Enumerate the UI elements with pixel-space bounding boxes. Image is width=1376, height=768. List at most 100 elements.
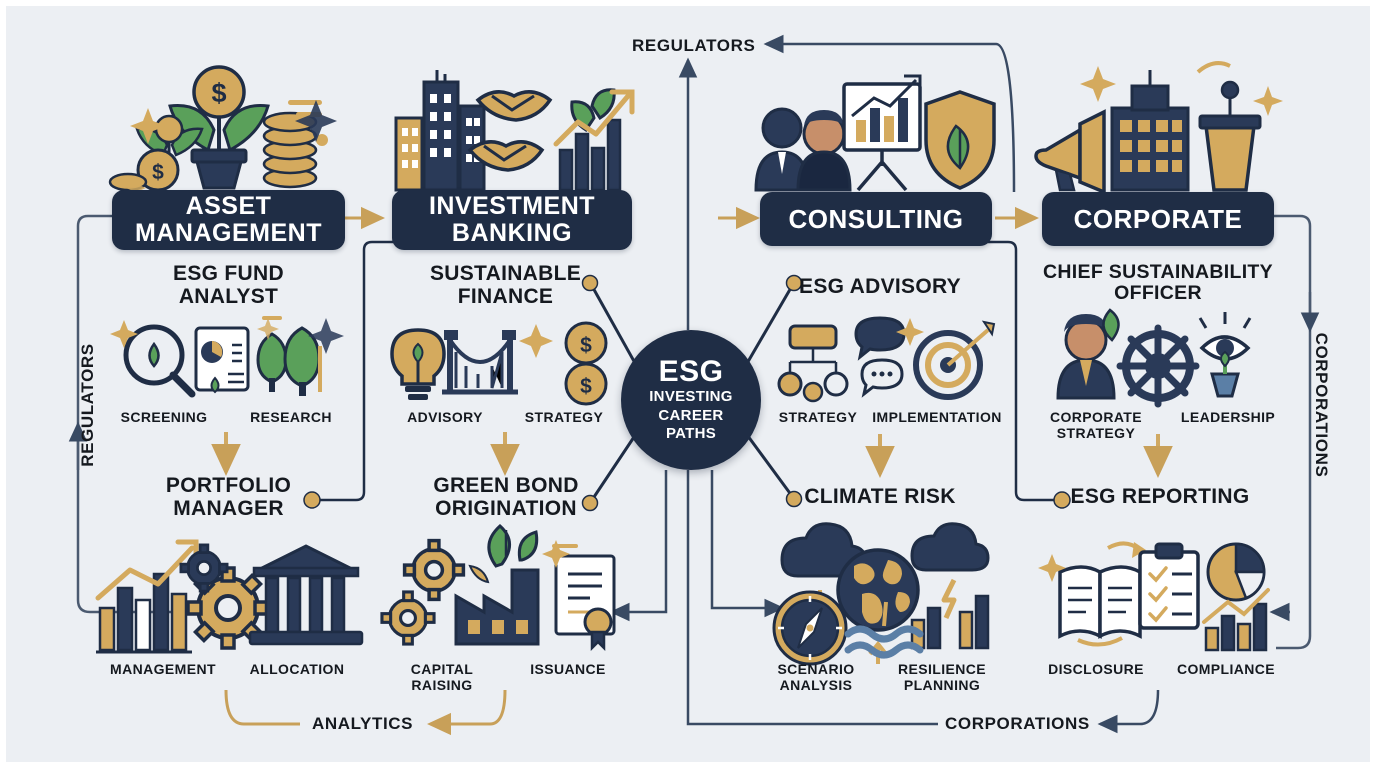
role-cso-line2: OFFICER [1114, 282, 1202, 305]
trees-icon [256, 326, 322, 396]
sublabel-scenario-analysis: SCENARIO ANALYSIS [756, 661, 876, 693]
sublabel-advisory: ADVISORY [407, 409, 483, 425]
hub-title-esg: ESG [658, 354, 724, 388]
sublabel-corp-strategy-line1: CORPORATE [1049, 409, 1142, 425]
wire-analytics-right [427, 689, 507, 736]
chip-investment-banking[interactable]: INVESTMENT BANKING [392, 190, 632, 250]
wire-analytics-left [224, 689, 300, 726]
sublabel-compliance: COMPLIANCE [1176, 661, 1276, 677]
spoke-to-esg-advisory [740, 285, 794, 373]
wire-bottom-corporations-right [1097, 689, 1160, 734]
executive-icon [1056, 308, 1120, 400]
wire-top-regulators-loop [763, 34, 1016, 193]
presentation-chart-icon [842, 74, 922, 192]
flow-label-right-corporations: CORPORATIONS [1312, 332, 1331, 478]
sublabel-resilience-planning: RESILIENCE PLANNING [880, 661, 1004, 693]
speech-bubble-icon [854, 316, 924, 398]
open-book-icon [1038, 541, 1146, 647]
sparkle-decor [126, 100, 328, 198]
chip-consulting[interactable]: CONSULTING [760, 192, 992, 246]
compass-icon [772, 590, 848, 666]
podium-icon [1196, 61, 1283, 192]
sublabel-capital-raising-line2: RAISING [411, 676, 473, 693]
role-esg-advisory-label: ESG ADVISORY [799, 275, 961, 298]
role-esg-reporting: ESG REPORTING [1052, 485, 1268, 508]
sublabel-scenario-line1: SCENARIO [777, 661, 855, 677]
svg-text:$: $ [211, 78, 226, 108]
svg-text:$: $ [580, 375, 592, 398]
document-chart-icon [194, 326, 250, 394]
sublabel-implementation: IMPLEMENTATION [872, 409, 1002, 425]
chip-asset-management[interactable]: ASSET MANAGEMENT [112, 190, 345, 250]
hub-title-investing: INVESTING [649, 387, 733, 405]
chip-corporate[interactable]: CORPORATE [1042, 192, 1274, 246]
role-green-bond-origination: GREEN BOND ORIGINATION [395, 474, 617, 520]
role-sustainable-finance-line1: SUSTAINABLE [429, 262, 582, 285]
factory-leaf-icon [454, 523, 540, 646]
clipboard-check-icon [1138, 542, 1200, 630]
target-icon [913, 320, 996, 400]
star-decor-2 [308, 318, 344, 354]
central-hub[interactable]: ESG INVESTING CAREER PATHS [621, 330, 761, 470]
sparkle-decor-2 [110, 316, 282, 348]
sublabel-capital-raising-line1: CAPITAL [410, 661, 474, 677]
hub-title-career: CAREER [658, 406, 724, 424]
role-climate-risk: CLIMATE RISK [772, 485, 988, 508]
wire-pm-to-banking [320, 240, 404, 502]
role-esg-fund-analyst: ESG FUND ANALYST [126, 262, 331, 308]
water-waves-icon [844, 625, 924, 659]
chip-asset-management-line1: ASSET [185, 192, 272, 220]
gear-icon [179, 543, 270, 650]
sublabel-strategy-ib: STRATEGY [524, 409, 604, 425]
chip-asset-management-line2: MANAGEMENT [135, 219, 322, 247]
role-portfolio-manager: PORTFOLIO MANAGER [126, 474, 331, 520]
role-esg-advisory: ESG ADVISORY [772, 275, 988, 298]
role-climate-risk-label: CLIMATE RISK [804, 485, 956, 508]
bridge-icon [442, 330, 518, 395]
sublabel-scenario-line2: ANALYSIS [779, 676, 853, 693]
chip-investment-banking-line1: INVESTMENT [428, 192, 596, 220]
role-esg-fund-analyst-line1: ESG FUND [173, 262, 284, 285]
lightbulb-icon [390, 328, 446, 400]
storm-chart-icon [910, 522, 990, 650]
bar-chart-growth-icon [95, 539, 199, 654]
sublabel-resilience-line1: RESILIENCE [897, 661, 986, 677]
sublabel-capital-raising: CAPITAL RAISING [386, 661, 498, 693]
money-plant-icon: $ [168, 65, 270, 190]
office-building-icon [1110, 70, 1190, 192]
flow-label-left-regulators: REGULATORS [78, 343, 97, 467]
certificate-icon [542, 540, 616, 652]
role-cso-line1: CHIEF SUSTAINABILITY [1043, 261, 1273, 283]
chip-corporate-label: CORPORATE [1073, 203, 1243, 234]
role-portfolio-manager-line1: PORTFOLIO [165, 474, 292, 497]
sublabel-research: RESEARCH [250, 409, 332, 425]
wire-hub-to-ib-bottom [609, 470, 668, 622]
flow-label-bottom-corporations: CORPORATIONS [945, 714, 1090, 733]
sublabel-strategy-consulting: STRATEGY [778, 409, 858, 425]
sublabel-leadership: LEADERSHIP [1180, 409, 1276, 425]
bank-icon [248, 544, 364, 646]
sublabel-screening: SCREENING [120, 409, 208, 425]
role-esg-fund-analyst-line2: ANALYST [178, 285, 279, 309]
sublabel-issuance: ISSUANCE [530, 661, 606, 677]
megaphone-icon [1034, 109, 1106, 195]
dollar-coins-icon: $ $ [519, 321, 608, 406]
role-esg-reporting-label: ESG REPORTING [1070, 485, 1250, 508]
flow-label-bottom-analytics: ANALYTICS [312, 714, 414, 733]
sublabel-allocation: ALLOCATION [249, 661, 345, 677]
eye-vision-icon [1198, 312, 1252, 398]
consultants-icon [754, 107, 852, 192]
gears-icon [380, 538, 466, 646]
handshake-icon [467, 90, 553, 172]
cloud-icon [780, 522, 868, 620]
role-portfolio-manager-line2: MANAGER [173, 497, 284, 521]
sublabel-management: MANAGEMENT [110, 661, 216, 677]
small-plant-coin-icon: $ [108, 114, 204, 192]
role-green-bond-line2: ORIGINATION [435, 497, 577, 521]
sublabel-corp-strategy-line2: STRATEGY [1056, 424, 1136, 441]
globe-icon [836, 548, 920, 664]
pie-chart-icon [1202, 542, 1270, 652]
coin-stack-icon [262, 111, 318, 189]
magnifier-icon [123, 324, 196, 398]
